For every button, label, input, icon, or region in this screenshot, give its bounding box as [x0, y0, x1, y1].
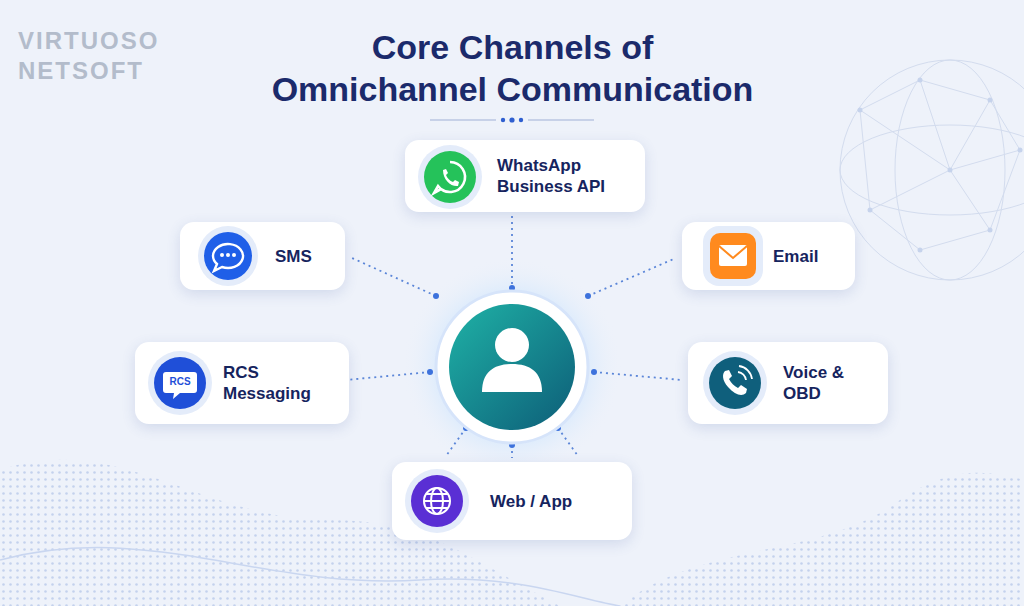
dotted-spokes [346, 216, 682, 458]
channel-name: Voice & OBD [783, 362, 847, 404]
person-icon [482, 328, 542, 392]
wave-line [0, 548, 620, 606]
channel-name: SMS [275, 246, 313, 267]
channel-box: Web / App [392, 462, 632, 540]
center-glow [402, 257, 622, 477]
channel-name: Email [773, 246, 820, 267]
channel-name: WhatsApp Business API [497, 155, 615, 197]
channel-box: Email [682, 222, 855, 290]
spoke-dots [427, 285, 597, 448]
title-separator [430, 117, 594, 122]
center-circle [449, 304, 575, 430]
diagram-title: Core Channels of Omnichannel Communicati… [265, 26, 760, 110]
channel-box: SMS [180, 222, 345, 290]
channel-name: Web / App [490, 491, 574, 512]
channel-box: RCS Messaging [135, 342, 349, 424]
channel-box: Voice & OBD [688, 342, 888, 424]
network-dots [858, 78, 1023, 253]
icon-text: RCS [163, 375, 197, 389]
channel-name: RCS Messaging [223, 362, 319, 404]
watermark: VIRTUOSO NETSOFT [18, 26, 188, 86]
dot-wave [620, 473, 1024, 606]
center-ring [436, 291, 588, 443]
channel-box: WhatsApp Business API [405, 140, 645, 212]
network-globe [840, 60, 1024, 280]
